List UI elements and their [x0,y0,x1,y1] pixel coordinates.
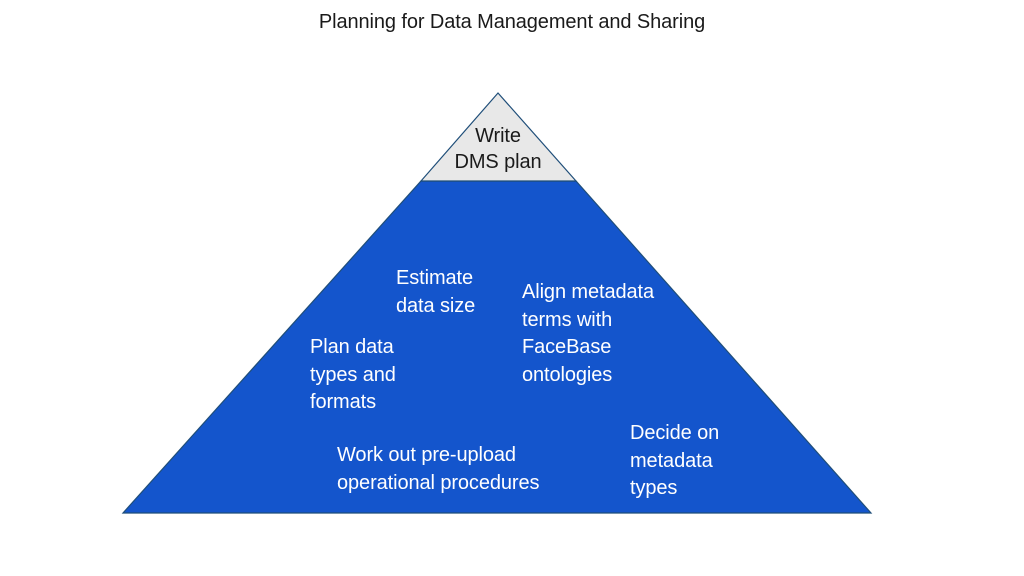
task-line: Work out pre-upload [337,444,516,466]
task-line: Decide on [630,422,720,444]
task-decide-metadata-types: Decide on metadata types [630,420,719,503]
task-work-out-procedures: Work out pre-upload operational procedur… [337,442,539,497]
pyramid-apex [419,92,578,182]
task-line: metadata [630,449,713,472]
task-line: Estimate [396,267,474,289]
apex-label-line: DMS plan [454,151,542,173]
task-line: types and [310,363,396,386]
apex-label-write-dms-plan: Write DMS plan [440,123,556,175]
task-line: formats [310,391,376,413]
task-line: operational procedures [337,471,540,494]
diagram-title: Planning for Data Management and Sharing [318,11,706,33]
apex-label-line: Write [475,125,521,147]
task-line: FaceBase [522,336,612,358]
task-plan-data-types: Plan data types and formats [310,334,396,417]
task-line: Plan data [310,336,394,358]
task-line: data size [396,294,476,317]
task-line: types [630,477,678,499]
task-line: terms with [522,308,613,331]
task-line: Align metadata [522,281,655,303]
task-estimate-data-size: Estimate data size [396,265,475,320]
task-align-metadata-terms: Align metadata terms with FaceBase ontol… [522,279,654,389]
task-line: ontologies [522,363,613,386]
